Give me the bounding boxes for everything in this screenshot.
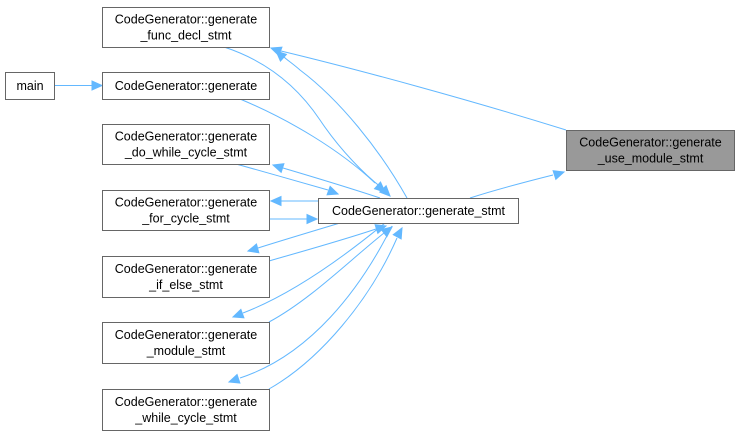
- nodes-layer: mainCodeGenerator::generate_func_decl_st…: [5, 7, 735, 431]
- arrowhead-icon: [552, 170, 566, 181]
- edge-gen_stmt-to-if_else: [246, 222, 341, 254]
- node-label-line: CodeGenerator::generate: [115, 196, 258, 210]
- edge-generate-to-gen_stmt: [239, 98, 386, 193]
- edge-gen_stmt-to-for_cycle: [269, 195, 318, 207]
- edge-use_module-to-func_decl: [269, 46, 567, 131]
- node-label-line: CodeGenerator::generate_stmt: [332, 204, 506, 218]
- node-label-line: _module_stmt: [146, 344, 226, 358]
- node-if-else[interactable]: CodeGenerator::generate_if_else_stmt: [102, 256, 270, 298]
- arrowhead-icon: [392, 226, 403, 240]
- arrowhead-icon: [275, 50, 288, 62]
- node-label-line: CodeGenerator::generate: [115, 13, 258, 27]
- node-box[interactable]: [318, 198, 519, 224]
- node-label-line: CodeGenerator::generate: [115, 79, 258, 93]
- node-box[interactable]: [102, 389, 270, 431]
- node-generate[interactable]: CodeGenerator::generate: [102, 72, 270, 100]
- arrowhead-icon: [306, 213, 319, 225]
- edge-line: [280, 50, 567, 131]
- edge-gen_stmt-to-while_cycle: [227, 225, 393, 384]
- node-box[interactable]: [5, 72, 55, 100]
- node-main[interactable]: main: [5, 72, 55, 100]
- edge-while_cycle-to-gen_stmt: [268, 226, 403, 390]
- node-label-line: CodeGenerator::generate: [579, 136, 722, 150]
- node-for-cycle[interactable]: CodeGenerator::generate_for_cycle_stmt: [102, 190, 270, 231]
- node-box[interactable]: [566, 130, 735, 171]
- edge-module-to-gen_stmt: [268, 226, 393, 323]
- edge-line: [268, 237, 398, 390]
- edge-line: [282, 167, 381, 199]
- arrowhead-icon: [91, 80, 104, 91]
- arrowhead-icon: [246, 243, 260, 254]
- edge-line: [469, 174, 554, 199]
- edge-if_else-to-gen_stmt: [268, 224, 388, 262]
- edge-gen_stmt-to-do_while: [271, 163, 381, 199]
- arrowhead-icon: [271, 163, 285, 174]
- node-label-line: CodeGenerator::generate: [115, 395, 258, 409]
- edge-gen_stmt-to-use_module: [469, 170, 566, 199]
- edge-gen_stmt-to-module: [231, 222, 386, 319]
- edge-line: [239, 98, 376, 184]
- arrowhead-icon: [326, 185, 340, 196]
- edge-line: [257, 222, 341, 249]
- arrowhead-icon: [269, 195, 282, 207]
- edge-line: [268, 228, 377, 262]
- arrowhead-icon: [227, 373, 241, 384]
- node-label-line: _use_module_stmt: [597, 152, 704, 166]
- node-label-line: CodeGenerator::generate: [115, 328, 258, 342]
- edge-gen_stmt-to-func_decl: [275, 50, 408, 199]
- node-box[interactable]: [102, 72, 270, 100]
- node-box[interactable]: [102, 190, 270, 231]
- edge-line: [242, 222, 386, 314]
- node-gen-stmt[interactable]: CodeGenerator::generate_stmt: [318, 198, 519, 224]
- edge-main-to-generate: [54, 80, 104, 91]
- edge-line: [268, 232, 385, 323]
- edge-line: [235, 163, 329, 191]
- node-label-line: main: [16, 79, 43, 93]
- node-label-line: _while_cycle_stmt: [134, 411, 237, 425]
- node-box[interactable]: [102, 124, 270, 165]
- edge-line: [239, 225, 393, 379]
- edge-line: [223, 46, 383, 189]
- node-module[interactable]: CodeGenerator::generate_module_stmt: [102, 322, 270, 364]
- node-label-line: _if_else_stmt: [148, 278, 223, 292]
- node-func-decl[interactable]: CodeGenerator::generate_func_decl_stmt: [102, 7, 270, 48]
- edges-layer: [54, 46, 567, 390]
- node-label-line: CodeGenerator::generate: [115, 130, 258, 144]
- arrowhead-icon: [231, 308, 245, 319]
- node-box[interactable]: [102, 322, 270, 364]
- node-label-line: CodeGenerator::generate: [115, 262, 258, 276]
- node-box[interactable]: [102, 256, 270, 298]
- edge-for_cycle-to-gen_stmt: [269, 213, 319, 225]
- edge-line: [283, 56, 408, 199]
- node-label-line: _do_while_cycle_stmt: [124, 146, 248, 160]
- node-label-line: _func_decl_stmt: [139, 29, 232, 43]
- node-do-while[interactable]: CodeGenerator::generate_do_while_cycle_s…: [102, 124, 270, 165]
- node-while-cycle[interactable]: CodeGenerator::generate_while_cycle_stmt: [102, 389, 270, 431]
- arrowhead-icon: [373, 181, 386, 193]
- edge-do_while-to-gen_stmt: [235, 163, 340, 196]
- node-use-module[interactable]: CodeGenerator::generate_use_module_stmt: [566, 130, 735, 171]
- node-box[interactable]: [102, 7, 270, 48]
- node-label-line: _for_cycle_stmt: [141, 212, 230, 226]
